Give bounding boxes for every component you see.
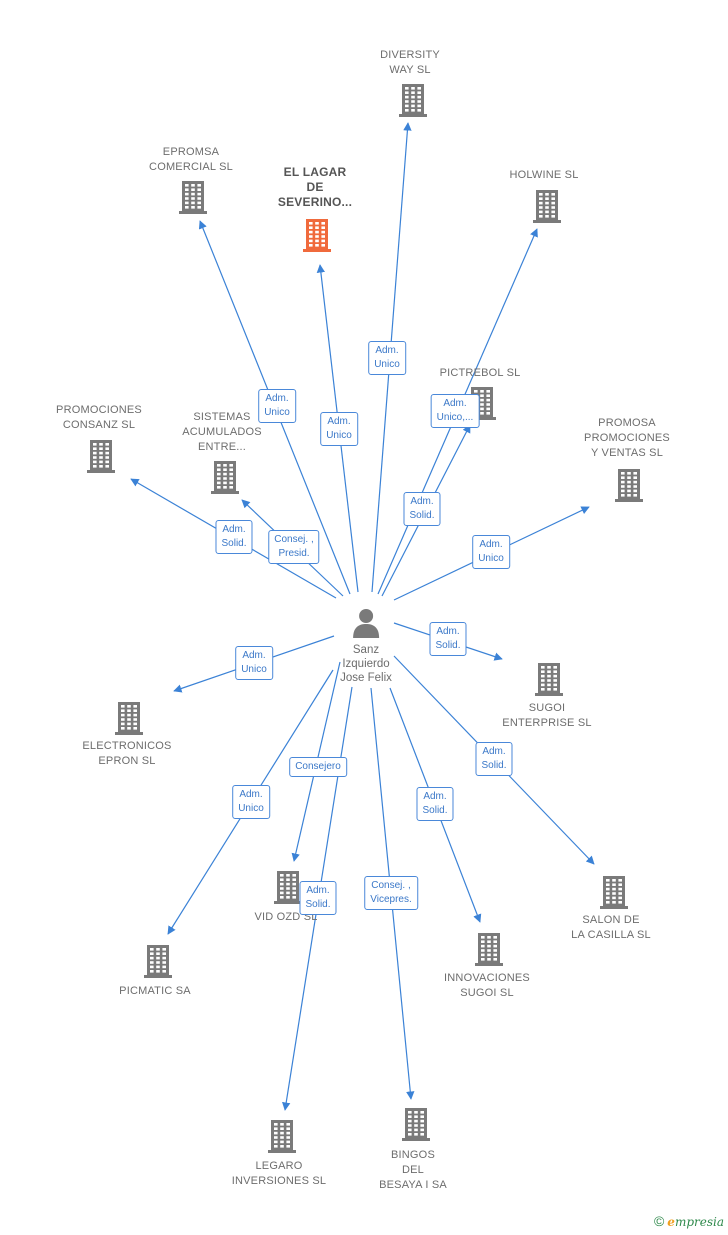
relation-label-lagar[interactable]: Adm. Unico bbox=[320, 412, 358, 446]
building-icon bbox=[144, 945, 172, 978]
person-icon bbox=[353, 609, 379, 638]
building-icon-wrapper bbox=[401, 1107, 431, 1146]
company-label: LEGARO INVERSIONES SL bbox=[231, 1160, 327, 1187]
company-label: PROMOCIONES CONSANZ SL bbox=[56, 404, 142, 431]
building-icon-wrapper bbox=[114, 701, 144, 740]
company-label: ELECTRONICOS EPRON SL bbox=[82, 740, 172, 767]
footer-brand[interactable]: ©empresia bbox=[654, 1213, 724, 1229]
building-icon-wrapper bbox=[474, 932, 504, 971]
building-icon-wrapper bbox=[398, 83, 428, 122]
relation-label-picmatic[interactable]: Adm. Unico bbox=[232, 785, 270, 819]
building-icon-wrapper bbox=[302, 218, 332, 257]
building-icon bbox=[87, 440, 115, 473]
building-icon-wrapper bbox=[599, 875, 629, 914]
company-label: PROMOSA PROMOCIONES Y VENTAS SL bbox=[584, 417, 670, 459]
relation-label-holwine[interactable]: Adm. Unico,... bbox=[430, 394, 480, 428]
company-label: SISTEMAS ACUMULADOS ENTRE... bbox=[182, 411, 262, 453]
person-node[interactable]: Sanz Izquierdo Jose Felix bbox=[340, 607, 392, 685]
company-label: SUGOI ENTERPRISE SL bbox=[502, 702, 592, 729]
building-icon-wrapper bbox=[178, 180, 208, 219]
relation-label-epromsa[interactable]: Adm. Unico bbox=[258, 389, 296, 423]
building-icon bbox=[402, 1108, 430, 1141]
building-icon bbox=[115, 702, 143, 735]
building-icon bbox=[211, 461, 239, 494]
brand-logo: empresia bbox=[667, 1215, 724, 1229]
building-icon-wrapper bbox=[210, 460, 240, 499]
company-label: DIVERSITY WAY SL bbox=[380, 49, 440, 76]
building-icon-wrapper bbox=[614, 468, 644, 507]
relation-label-sistemas[interactable]: Consej. , Presid. bbox=[268, 530, 320, 564]
company-label: EL LAGAR DE SEVERINO... bbox=[277, 165, 353, 209]
relation-label-sugoi-enterprise[interactable]: Adm. Solid. bbox=[429, 622, 467, 656]
building-icon-wrapper bbox=[86, 439, 116, 478]
building-icon-wrapper bbox=[273, 870, 303, 909]
copyright-symbol: © bbox=[653, 1213, 665, 1229]
company-label: BINGOS DEL BESAYA I SA bbox=[379, 1149, 447, 1191]
building-icon bbox=[600, 876, 628, 909]
building-icon bbox=[535, 663, 563, 696]
building-icon bbox=[268, 1120, 296, 1153]
building-icon bbox=[533, 190, 561, 223]
company-label: EPROMSA COMERCIAL SL bbox=[149, 146, 233, 173]
person-name: Sanz Izquierdo Jose Felix bbox=[340, 644, 392, 684]
building-icon bbox=[475, 933, 503, 966]
company-label: PICMATIC SA bbox=[119, 985, 191, 997]
building-icon-wrapper bbox=[143, 944, 173, 983]
relation-label-innovaciones[interactable]: Adm. Solid. bbox=[416, 787, 454, 821]
company-label: SALON DE LA CASILLA SL bbox=[571, 914, 651, 941]
relation-label-salon[interactable]: Adm. Solid. bbox=[475, 742, 513, 776]
building-icon bbox=[303, 219, 331, 252]
relation-label-electronicos[interactable]: Adm. Unico bbox=[235, 646, 273, 680]
relation-label-bingos[interactable]: Consej. , Vicepres. bbox=[364, 876, 418, 910]
relation-label-legaro[interactable]: Adm. Solid. bbox=[299, 881, 337, 915]
building-icon bbox=[179, 181, 207, 214]
relation-label-vid-ozd[interactable]: Consejero bbox=[289, 757, 347, 777]
company-label: PICTREBOL SL bbox=[439, 367, 521, 379]
building-icon bbox=[399, 84, 427, 117]
relation-label-pictrebol[interactable]: Adm. Solid. bbox=[403, 492, 441, 526]
building-icon bbox=[274, 871, 302, 904]
company-label: HOLWINE SL bbox=[509, 169, 579, 181]
building-icon-wrapper bbox=[532, 189, 562, 228]
building-icon bbox=[615, 469, 643, 502]
relation-label-promosa[interactable]: Adm. Unico bbox=[472, 535, 510, 569]
relation-label-diversity[interactable]: Adm. Unico bbox=[368, 341, 406, 375]
company-label: INNOVACIONES SUGOI SL bbox=[444, 972, 530, 999]
building-icon-wrapper bbox=[534, 662, 564, 701]
building-icon-wrapper bbox=[267, 1119, 297, 1158]
relation-label-promociones-consanz[interactable]: Adm. Solid. bbox=[215, 520, 253, 554]
